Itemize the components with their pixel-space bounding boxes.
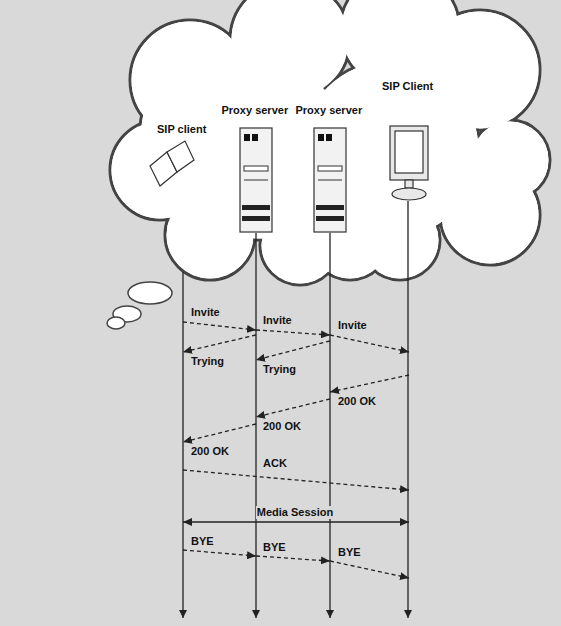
message-label: BYE [190, 535, 215, 548]
message-label: 200 OK [337, 395, 377, 408]
message-arrow [256, 341, 330, 360]
tablet-icon [150, 141, 194, 186]
message-arrow [183, 470, 409, 490]
participant-label: SIP client [156, 123, 210, 136]
message-label: Invite [337, 319, 368, 332]
participant-name: SIP client [156, 123, 210, 136]
message-label: Trying [262, 363, 297, 376]
participant-label: SIP Client [381, 80, 437, 93]
lifelines [183, 201, 408, 618]
message-label: Media Session [256, 506, 334, 519]
message-arrow [256, 399, 330, 417]
participant-label: Proxy server [221, 104, 292, 117]
message-label: BYE [337, 546, 362, 559]
thought-bubbles [107, 282, 172, 329]
message-label: Invite [262, 314, 293, 327]
participant-name: Proxy server [295, 104, 366, 117]
monitor-icon [390, 126, 428, 200]
message-arrow [256, 330, 330, 335]
participant-name: SIP Client [381, 80, 437, 93]
message-label: 200 OK [190, 445, 230, 458]
participant-name: Proxy server [221, 104, 292, 117]
server-icon [314, 128, 346, 232]
message-arrow [183, 424, 256, 442]
message-arrow [330, 335, 409, 352]
message-arrow [183, 322, 256, 330]
message-label: 200 OK [262, 420, 302, 433]
message-arrow [183, 335, 256, 352]
media-session-line [183, 521, 409, 522]
server-icon [240, 128, 272, 232]
participant-label: Proxy server [295, 104, 366, 117]
message-label: BYE [262, 541, 287, 554]
message-label: Invite [190, 306, 221, 319]
message-label: Trying [190, 355, 225, 368]
message-arrow [330, 561, 409, 578]
message-label: ACK [262, 457, 288, 470]
message-arrow [183, 550, 256, 556]
message-arrow [330, 375, 409, 392]
message-arrow [256, 556, 330, 561]
